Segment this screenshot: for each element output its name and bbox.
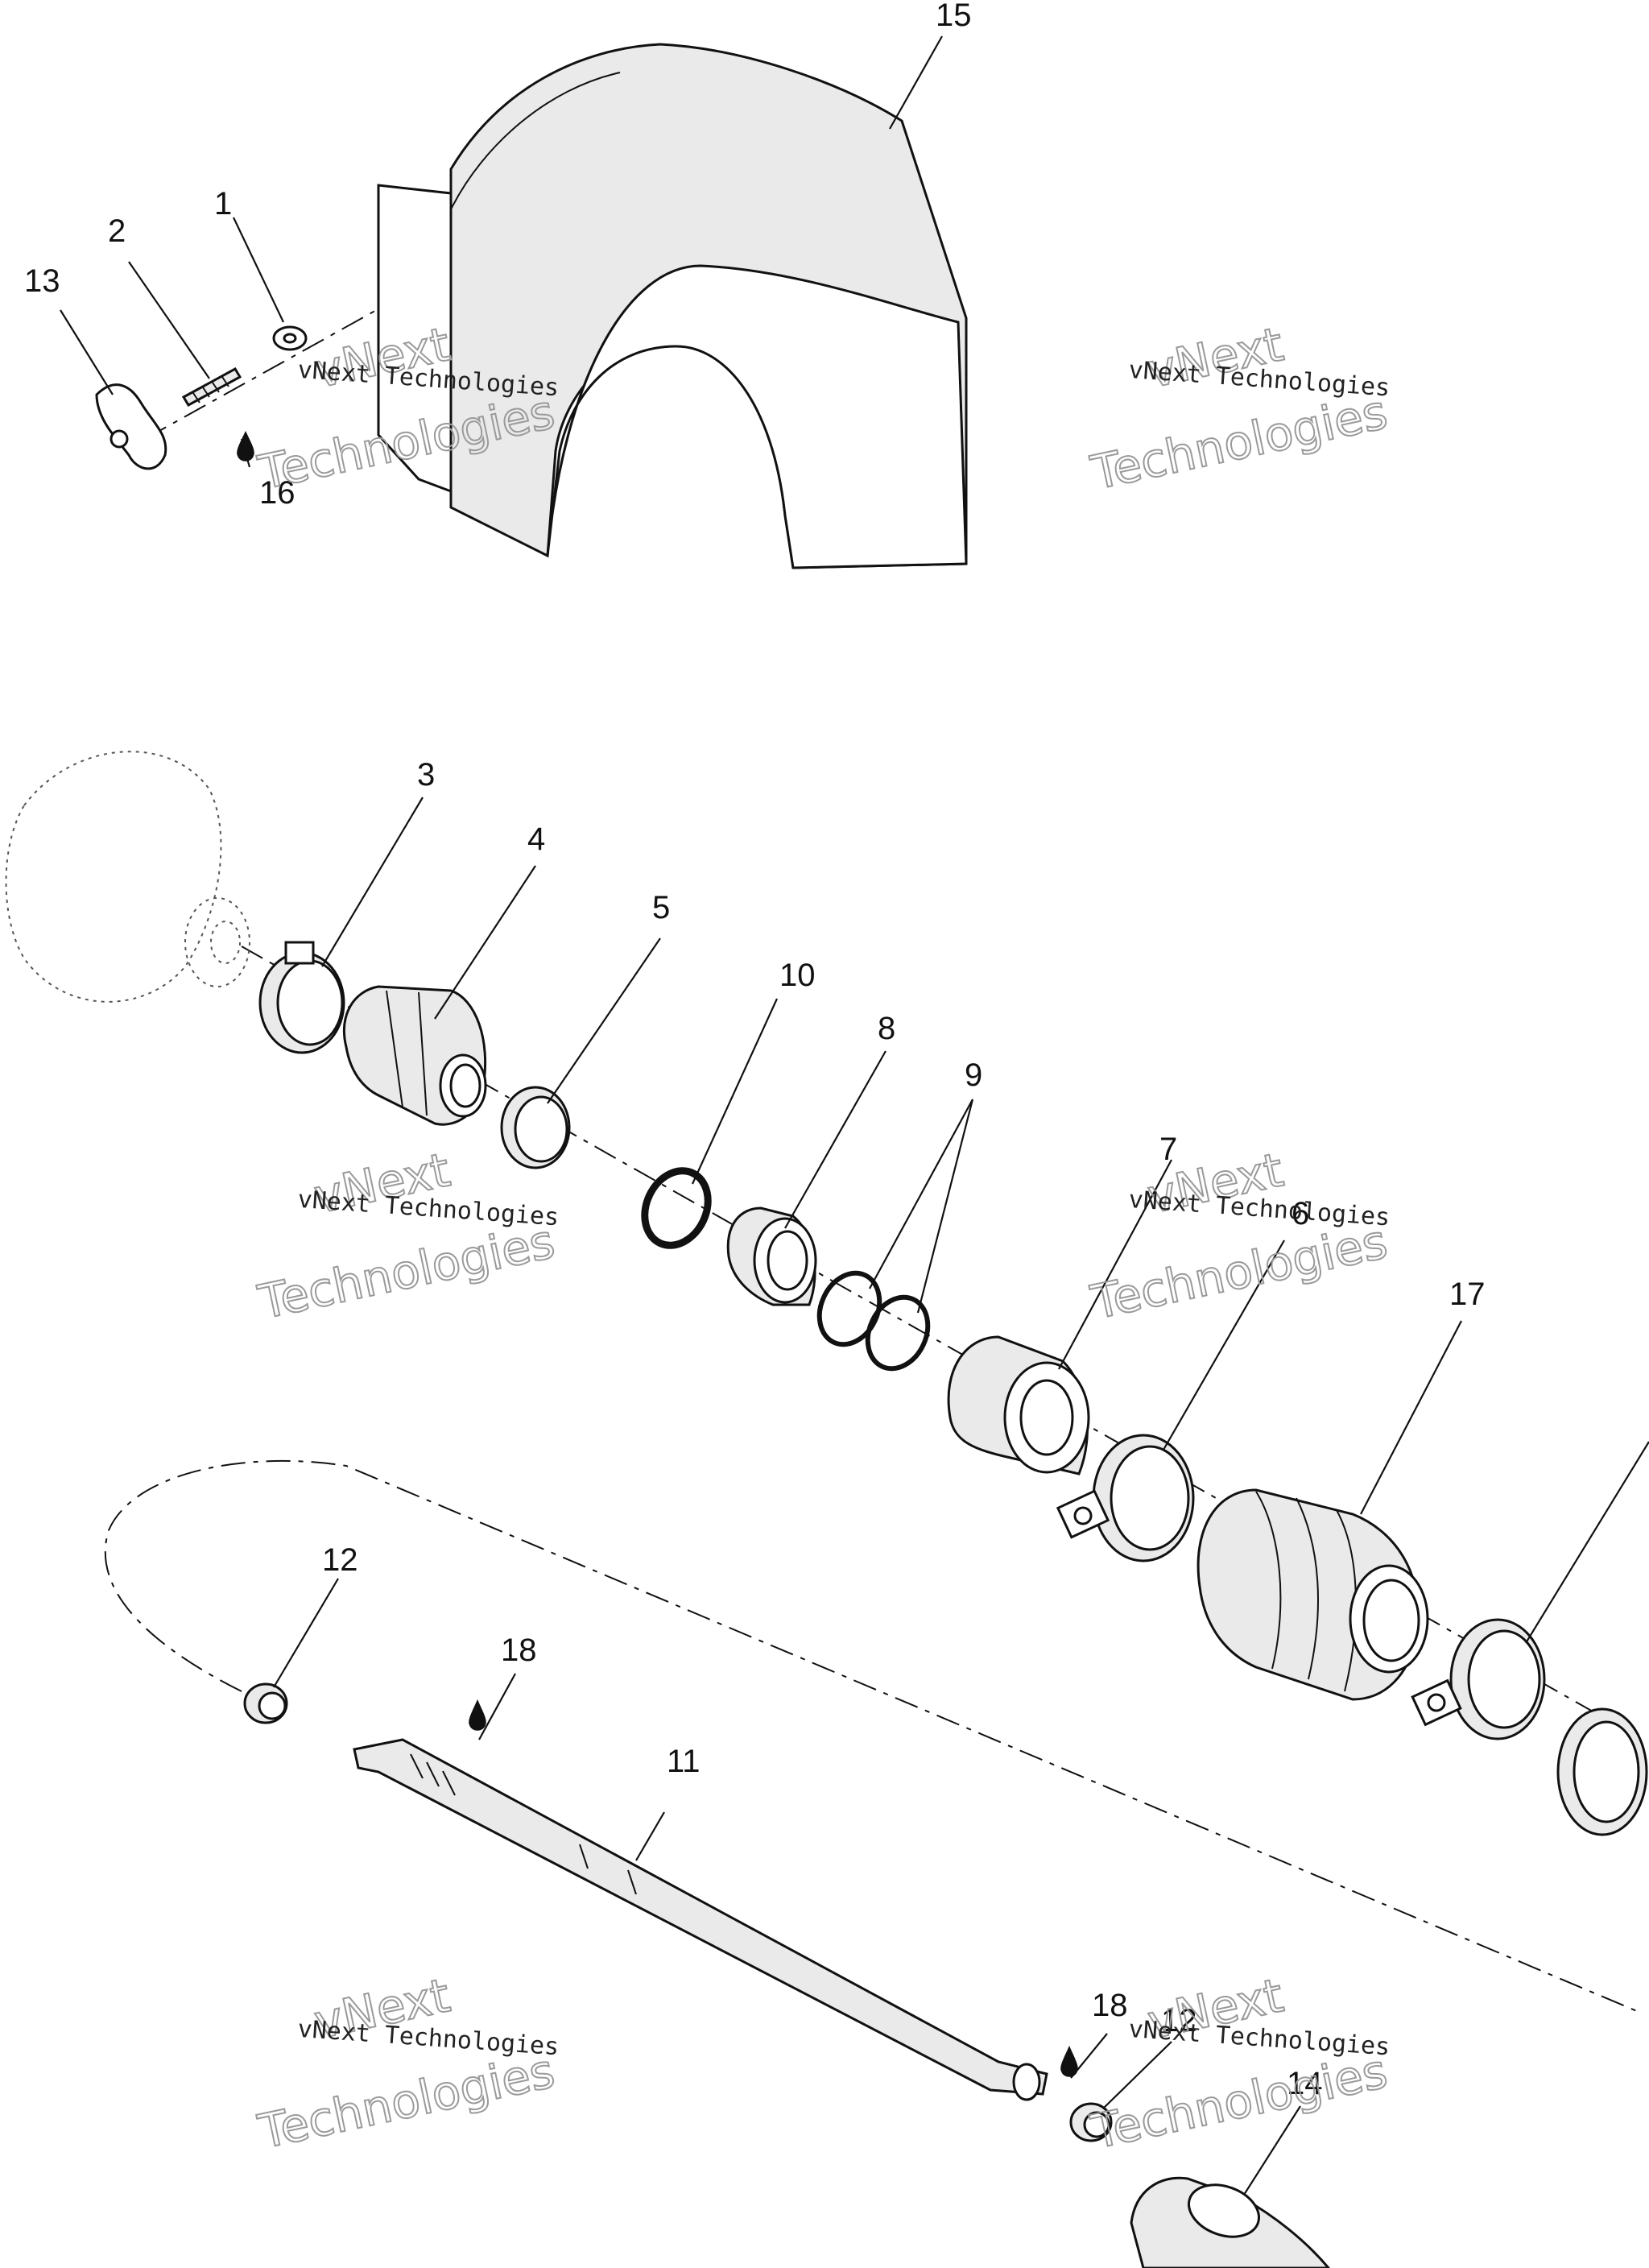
- part-label-6: 6: [1292, 1196, 1309, 1231]
- part-label-15: 15: [936, 0, 972, 33]
- part-labels: 15 1 2 13 16 3 4 5 10 8 9 7 6 17 12 18 1…: [24, 0, 1486, 2101]
- oil-drop-icon: [1060, 2046, 1078, 2077]
- watermark-top-right: vNext vNext Technologies Technologies: [1085, 316, 1393, 501]
- watermark-bottom-right: vNext vNext Technologies Technologies: [1085, 1967, 1393, 2160]
- part-label-17: 17: [1449, 1277, 1486, 1312]
- cover-mount-dash: [144, 304, 387, 440]
- leader-lines: [60, 35, 1649, 2196]
- watermark-word: Technologies: [254, 2043, 560, 2159]
- part-label-16: 16: [259, 475, 295, 511]
- watermark-word: Technologies: [254, 1214, 560, 1330]
- part-label-8: 8: [878, 1011, 895, 1046]
- part-label-5: 5: [652, 890, 670, 925]
- part-label-9: 9: [965, 1057, 982, 1093]
- oil-drop-icon: [237, 431, 254, 461]
- part-label-11: 11: [667, 1744, 701, 1779]
- clamp-part-3: [258, 941, 345, 1054]
- bushing-part-12-left: [243, 1682, 288, 1724]
- boot-part-4: [342, 985, 487, 1126]
- o-ring-part-9b: [865, 1294, 931, 1372]
- housing-part-14: [1130, 2176, 1330, 2268]
- cover-part-15: [377, 43, 968, 569]
- watermark-middle-left: vNext vNext Technologies Technologies: [253, 1141, 560, 1331]
- drive-shaft-part-11: [353, 1738, 1048, 2101]
- part-label-10: 10: [779, 958, 816, 993]
- part-label-4: 4: [527, 822, 545, 857]
- hose-clamp-right: [1411, 1618, 1546, 1740]
- part-label-1: 1: [214, 186, 232, 221]
- part-label-12-left: 12: [322, 1542, 358, 1578]
- hose-clamp-part-6: [1056, 1434, 1195, 1562]
- boot-part-17: [1196, 1488, 1429, 1701]
- part-label-13: 13: [24, 263, 60, 299]
- drive-pulley-outline: [5, 751, 250, 1003]
- assembly-loop-dash: [104, 1459, 1643, 2014]
- bushing-part-12-right: [1069, 2102, 1113, 2142]
- wing-nut-part-13: [95, 383, 167, 470]
- watermark-middle-right: vNext vNext Technologies Technologies: [1085, 1141, 1393, 1331]
- watermark-word: Technologies: [1086, 2043, 1392, 2159]
- part-label-3: 3: [417, 757, 435, 793]
- washer-part-1: [272, 325, 308, 351]
- ring-right-edge: [1556, 1707, 1648, 1836]
- oil-drop-icon: [469, 1699, 486, 1731]
- watermark-bottom-left: vNext vNext Technologies Technologies: [253, 1967, 560, 2160]
- part-label-18-left: 18: [501, 1633, 537, 1668]
- clamp-part-5: [500, 1086, 571, 1169]
- bushing-part-8: [726, 1206, 817, 1306]
- sleeve-part-7: [947, 1335, 1090, 1475]
- part-label-7: 7: [1159, 1132, 1177, 1167]
- part-label-12-right: 12: [1161, 2003, 1197, 2038]
- part-label-2: 2: [108, 213, 126, 249]
- part-label-14: 14: [1287, 2066, 1323, 2101]
- part-label-18-right: 18: [1092, 1988, 1128, 2023]
- o-ring-part-10: [641, 1167, 712, 1249]
- watermark-word: Technologies: [1086, 384, 1392, 500]
- stud-part-2: [181, 366, 242, 408]
